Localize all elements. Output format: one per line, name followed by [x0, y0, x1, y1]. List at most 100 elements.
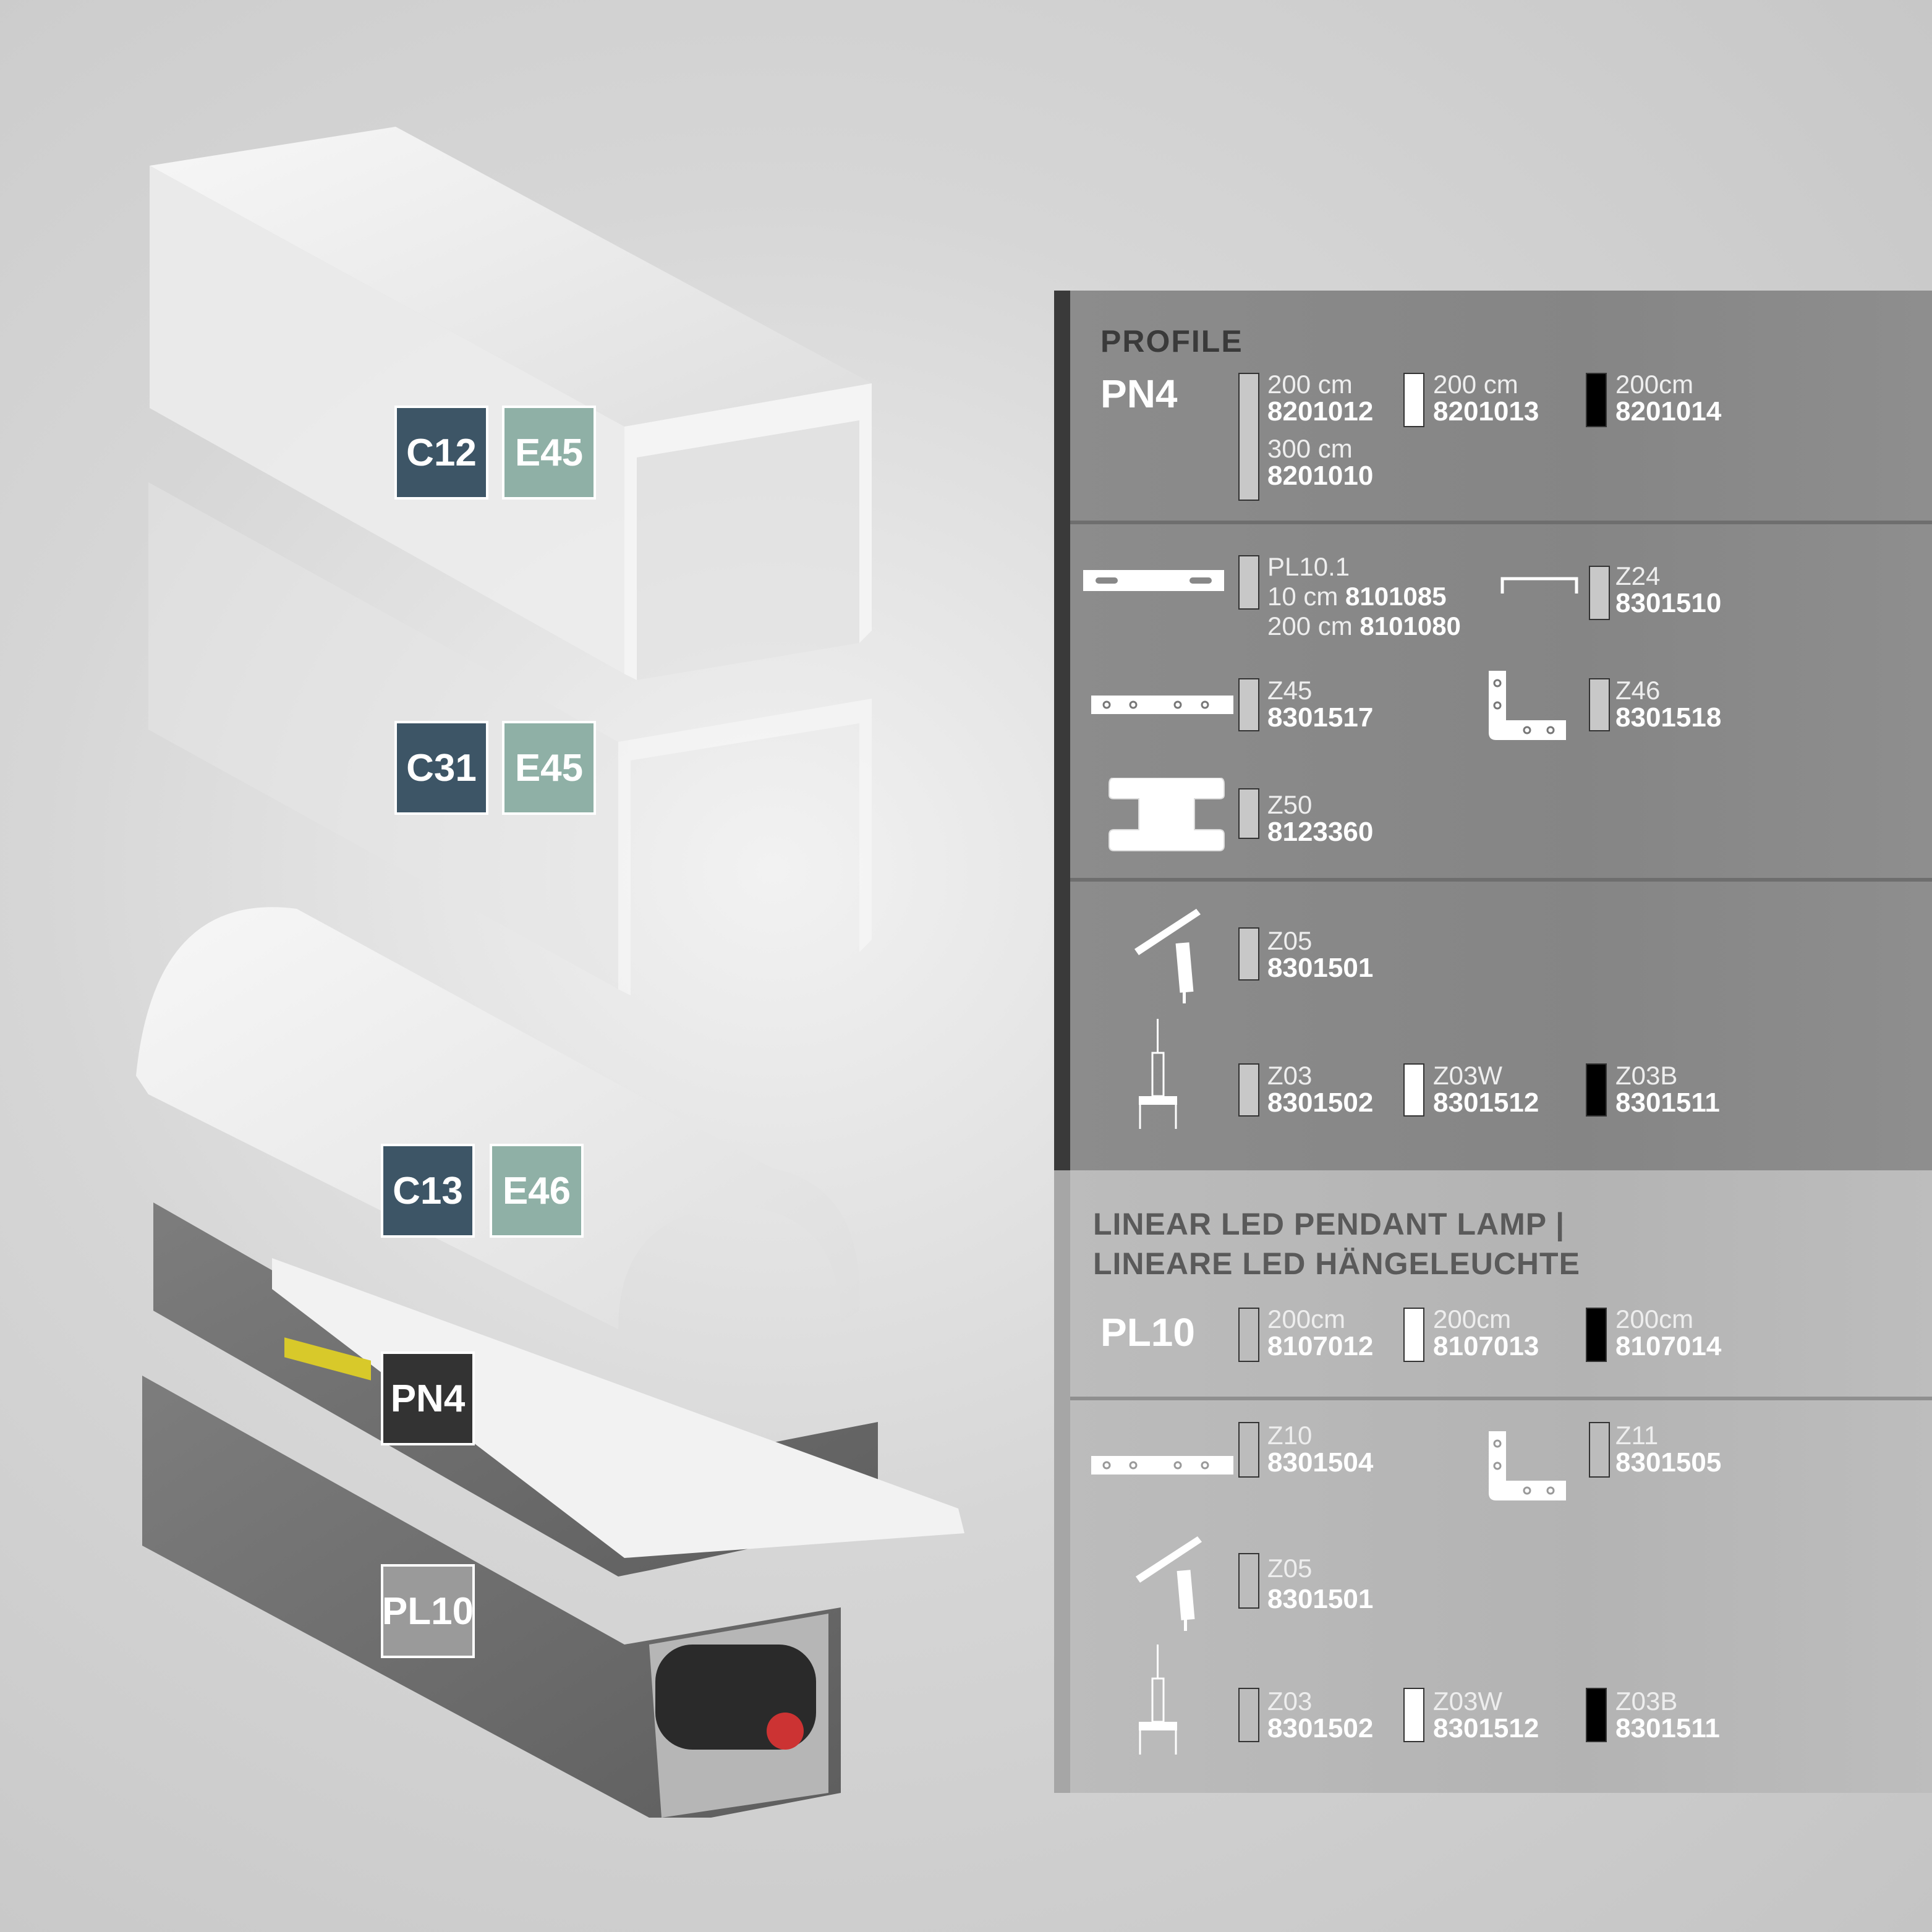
- badge-e45: E45: [502, 406, 596, 500]
- article-number: 8101080: [1360, 611, 1461, 640]
- article-number: 8107014: [1615, 1331, 1722, 1361]
- swatch: [1589, 1422, 1610, 1478]
- swatch-white: [1403, 373, 1424, 427]
- length: 200 cm: [1267, 370, 1353, 399]
- cover-c12: [150, 127, 872, 680]
- badge-e45: E45: [502, 721, 596, 815]
- h-clip-icon: [1109, 778, 1225, 851]
- article-number: 8301502: [1267, 1713, 1374, 1743]
- accessory-name: Z24: [1615, 561, 1661, 590]
- accessory-name: Z03W: [1433, 1687, 1503, 1716]
- heading-en: LINEAR LED PENDANT LAMP |: [1093, 1207, 1565, 1241]
- swatch: [1589, 566, 1610, 620]
- swatch-black: [1586, 373, 1607, 427]
- length: 200cm: [1615, 370, 1694, 399]
- straight-connector-icon: [1091, 1456, 1233, 1475]
- length: 200cm: [1433, 1304, 1512, 1334]
- article-number: 8301512: [1433, 1713, 1539, 1743]
- accessory-name: Z03B: [1615, 1061, 1678, 1090]
- divider: [1070, 878, 1932, 882]
- accessory-name: Z10: [1267, 1421, 1313, 1450]
- article-number: 8301502: [1267, 1087, 1374, 1118]
- badge-pn4: PN4: [381, 1351, 475, 1445]
- article-number: 8301511: [1615, 1713, 1720, 1743]
- profile-pn4: [153, 1202, 964, 1577]
- pendant-suspension-icon: [1139, 1645, 1177, 1755]
- accessory-name: Z11: [1615, 1421, 1659, 1450]
- pendant-heading: LINEAR LED PENDANT LAMP |LINEARE LED HÄN…: [1093, 1204, 1580, 1283]
- divider: [1070, 521, 1932, 524]
- article-number: 8301505: [1615, 1447, 1722, 1478]
- swatch: [1238, 927, 1259, 981]
- article-number: 8301517: [1267, 702, 1374, 733]
- swatch: [1238, 1553, 1259, 1609]
- accessory-name: Z50: [1267, 790, 1313, 819]
- accessory-name: Z03: [1267, 1061, 1313, 1090]
- ceiling-bracket-icon: [1136, 1536, 1202, 1631]
- badge-c31: C31: [394, 721, 488, 815]
- l-connector-icon: [1489, 1431, 1566, 1500]
- badge-pl10: PL10: [381, 1564, 475, 1658]
- swatch-white: [1403, 1063, 1424, 1117]
- swatch: [1238, 1422, 1259, 1478]
- swatch: [1589, 678, 1610, 731]
- article-number: 8301504: [1267, 1447, 1374, 1478]
- swatch: [1238, 788, 1259, 839]
- article-number: 8201010: [1267, 461, 1374, 491]
- article-number: 8201014: [1615, 396, 1722, 427]
- led-chips: [284, 1337, 371, 1381]
- swatch-silver: [1238, 373, 1259, 501]
- article-number: 8107013: [1433, 1331, 1539, 1361]
- badge-e46: E46: [490, 1144, 584, 1238]
- length: 200cm: [1267, 1304, 1346, 1334]
- accessory-name: PL10.1: [1267, 552, 1350, 581]
- swatch: [1238, 555, 1259, 610]
- section-bar: [1054, 291, 1070, 1170]
- profile-heading: PROFILE: [1100, 324, 1243, 359]
- article-number: 8301512: [1433, 1087, 1539, 1118]
- product-exploded-illustration: [136, 127, 964, 1818]
- pendant-suspension-icon: [1139, 1019, 1177, 1129]
- accessory-name: Z05: [1267, 1554, 1313, 1583]
- swatch: [1238, 678, 1259, 731]
- profile-model: PN4: [1100, 372, 1178, 416]
- ceiling-bracket-icon: [1134, 909, 1201, 1003]
- accessory-name: Z03: [1267, 1687, 1313, 1716]
- article-number: 8101085: [1345, 582, 1447, 611]
- swatch-black: [1586, 1688, 1607, 1742]
- cover-c13: [136, 907, 860, 1329]
- swatch-silver: [1238, 1688, 1259, 1742]
- length: 300 cm: [1267, 434, 1353, 463]
- length: 10 cm: [1267, 582, 1338, 611]
- swatch-black: [1586, 1308, 1607, 1362]
- article-number: 8201013: [1433, 396, 1539, 427]
- badge-c13: C13: [381, 1144, 475, 1238]
- swatch-silver: [1238, 1063, 1259, 1117]
- length: 200cm: [1615, 1304, 1694, 1334]
- end-clip-icon: [1500, 577, 1578, 594]
- article-number: 8301511: [1615, 1087, 1720, 1118]
- profile-pl10: [142, 1376, 841, 1818]
- section-bar: [1054, 1170, 1070, 1793]
- article-number: 8201012: [1267, 396, 1374, 427]
- swatch-white: [1403, 1308, 1424, 1362]
- accessory-name: Z03B: [1615, 1687, 1678, 1716]
